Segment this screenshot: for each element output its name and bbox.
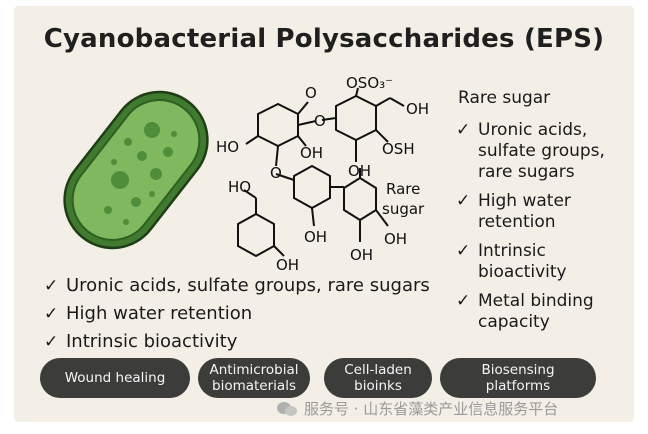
list-item: ✓Intrinsic bioactivity xyxy=(44,328,430,356)
mol-label-sugar: sugar xyxy=(382,200,425,218)
left-feature-list: ✓Uronic acids, sulfate groups, rare suga… xyxy=(44,272,430,356)
pill-wound-healing: Wound healing xyxy=(40,358,190,398)
diagram-title: Cyanobacterial Polysaccharides (EPS) xyxy=(43,24,605,54)
check-icon: ✓ xyxy=(44,304,59,324)
mol-label-oh-r4-bottom: OH xyxy=(350,246,373,264)
list-item: ✓Uronic acids, sulfate groups, rare suga… xyxy=(456,120,605,182)
mol-label-oh-r1: OH xyxy=(300,144,323,162)
application-pills: Wound healing Antimicrobial biomaterials… xyxy=(40,358,620,402)
mol-label-oso3: OSO₃⁻ xyxy=(346,76,393,92)
mol-label-oh-r2: OH xyxy=(406,100,429,118)
cyanobacterium-cell-illustration xyxy=(63,90,209,250)
right-feature-list: ✓Uronic acids, sulfate groups, rare suga… xyxy=(456,120,636,341)
watermark-text: 服务号 · 山东省藻类产业信息服务平台 xyxy=(304,400,559,418)
list-item: ✓High water retention xyxy=(44,300,430,328)
pill-biosensing-platforms: Biosensing platforms xyxy=(440,358,596,398)
right-heading: Rare sugar xyxy=(458,88,551,108)
check-icon: ✓ xyxy=(456,191,471,211)
check-icon: ✓ xyxy=(44,276,59,296)
mol-label-o-ring3: O xyxy=(270,164,282,182)
list-item: ✓High water retention xyxy=(456,191,571,232)
pill-cell-laden-bioinks: Cell-laden bioinks xyxy=(324,358,432,398)
mol-label-oh-r4-right: OH xyxy=(384,230,407,248)
polysaccharide-structure-diagram: O OSO₃⁻ O OH HO OH OSH O OH HO Rare suga… xyxy=(216,76,429,274)
mol-label-oh-r3: OH xyxy=(304,228,327,246)
mol-label-o-link: O xyxy=(314,112,326,130)
wechat-icon xyxy=(277,401,297,416)
mol-label-oh-r4-top: OH xyxy=(348,162,371,180)
mol-label-ho-r5: HO xyxy=(228,178,251,196)
pill-antimicrobial-biomaterials: Antimicrobial biomaterials xyxy=(198,358,310,398)
check-icon: ✓ xyxy=(44,332,59,352)
list-item: ✓Intrinsic bioactivity xyxy=(456,241,567,282)
mol-label-o-top: O xyxy=(305,84,317,102)
check-icon: ✓ xyxy=(456,291,471,311)
mol-label-rare: Rare xyxy=(386,180,420,198)
mol-label-ho-r1: HO xyxy=(216,138,239,156)
list-item: ✓Uronic acids, sulfate groups, rare suga… xyxy=(44,272,430,300)
list-item: ✓Metal binding capacity xyxy=(456,291,594,332)
mol-label-osh: OSH xyxy=(382,140,415,158)
check-icon: ✓ xyxy=(456,120,471,140)
watermark: 服务号 · 山东省藻类产业信息服务平台 xyxy=(276,398,558,419)
check-icon: ✓ xyxy=(456,241,471,261)
mol-label-oh-r5: OH xyxy=(276,256,299,274)
